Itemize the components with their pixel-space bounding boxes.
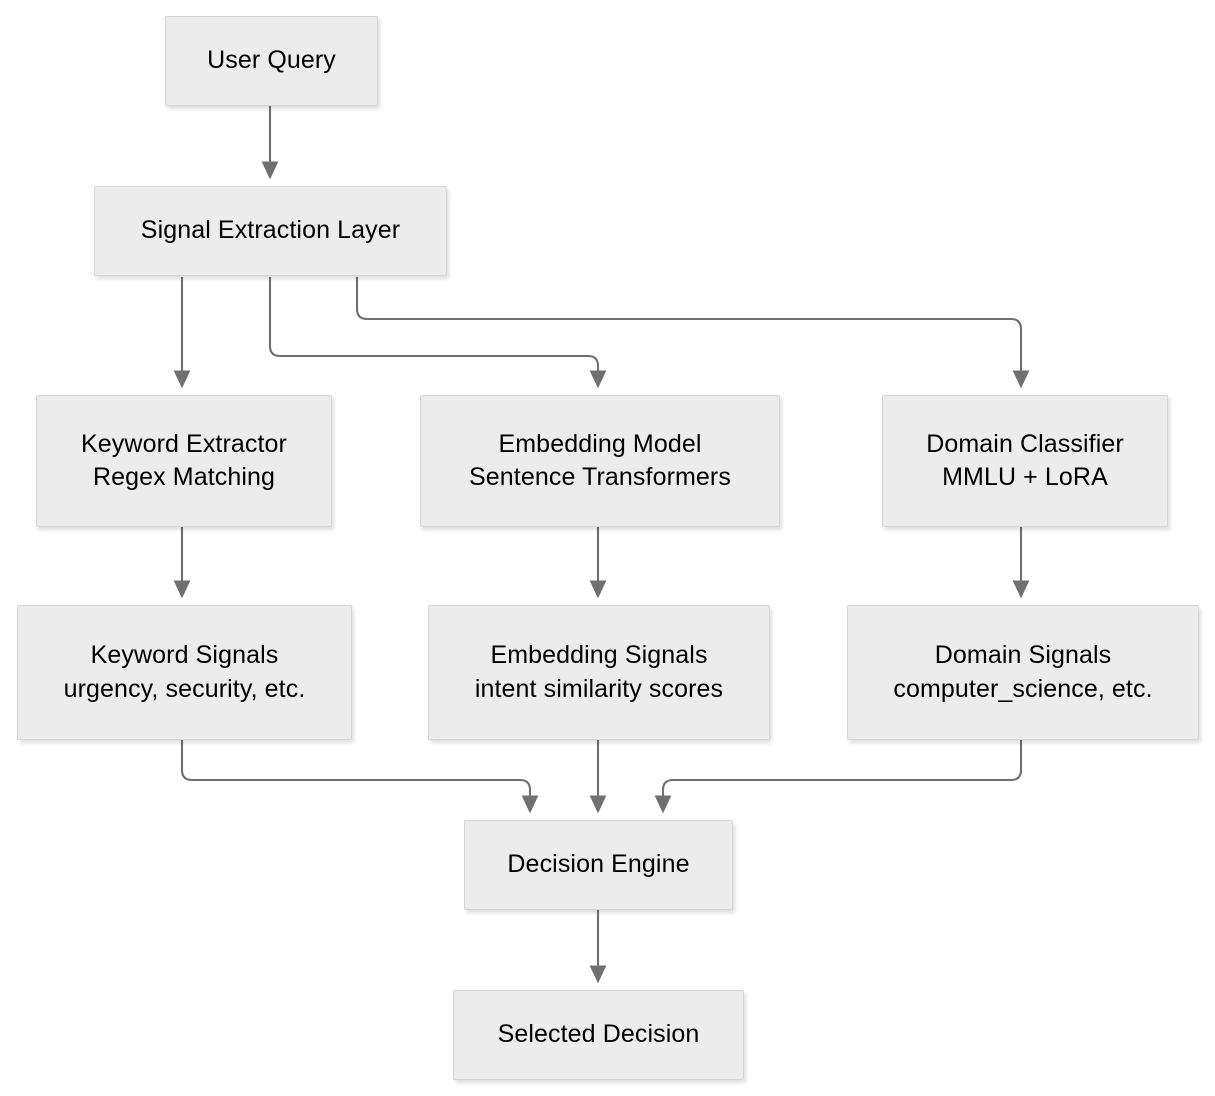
node-keyword-signals-sublabel: urgency, security, etc. (63, 674, 306, 703)
node-embedding-model-sublabel: Sentence Transformers (469, 463, 731, 491)
node-user-query[interactable]: User Query (165, 16, 378, 106)
node-domain-classifier-label: Domain Classifier (926, 429, 1124, 458)
edge-signal-layer-to-embedding-model (268, 277, 607, 389)
node-user-query-label: User Query (207, 46, 336, 75)
node-selected-decision[interactable]: Selected Decision (453, 990, 744, 1080)
node-keyword-extractor-sublabel: Regex Matching (92, 463, 276, 491)
edge-keyword-signals-to-decision-engine (180, 740, 539, 814)
node-embedding-signals[interactable]: Embedding Signals intent similarity scor… (428, 605, 770, 740)
node-domain-classifier-sublabel: MMLU + LoRA (942, 463, 1108, 491)
node-keyword-extractor-label: Keyword Extractor (81, 429, 287, 458)
node-keyword-signals-label: Keyword Signals (90, 641, 279, 669)
node-signal-extraction-layer[interactable]: Signal Extraction Layer (94, 186, 447, 276)
node-embedding-signals-sublabel: intent similarity scores (474, 674, 724, 703)
node-embedding-model[interactable]: Embedding Model Sentence Transformers (420, 395, 780, 527)
node-domain-signals[interactable]: Domain Signals computer_science, etc. (847, 605, 1199, 740)
node-domain-classifier[interactable]: Domain Classifier MMLU + LoRA (882, 395, 1168, 527)
node-decision-engine[interactable]: Decision Engine (464, 820, 733, 910)
node-keyword-extractor[interactable]: Keyword Extractor Regex Matching (36, 395, 332, 527)
node-keyword-signals[interactable]: Keyword Signals urgency, security, etc. (17, 605, 352, 740)
node-decision-engine-label: Decision Engine (507, 850, 690, 879)
node-domain-signals-label: Domain Signals (934, 641, 1112, 669)
edge-domain-signals-to-decision-engine (654, 740, 1023, 814)
edge-signal-layer-to-domain-classifier (355, 277, 1030, 389)
node-embedding-signals-label: Embedding Signals (490, 641, 708, 669)
node-domain-signals-sublabel: computer_science, etc. (893, 674, 1153, 703)
node-selected-decision-label: Selected Decision (497, 1020, 700, 1049)
node-embedding-model-label: Embedding Model (498, 429, 702, 458)
node-signal-extraction-layer-label: Signal Extraction Layer (140, 216, 401, 245)
